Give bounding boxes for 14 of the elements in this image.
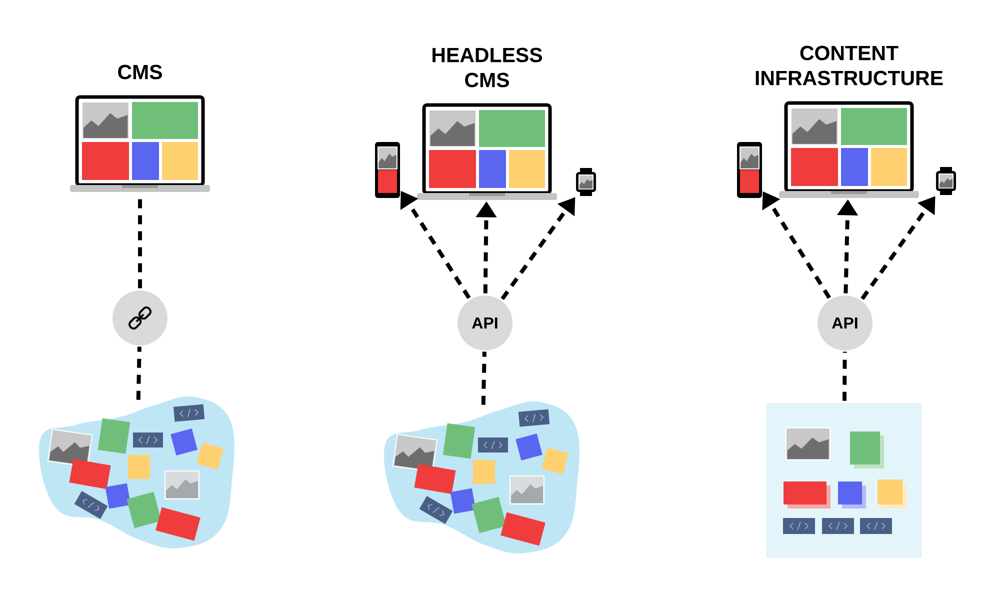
node-label: CONTENT INFRASTRUCTURE <box>756 46 943 86</box>
content-panel-drawing <box>766 403 922 558</box>
node-label: HEADLESS CMS <box>432 48 542 88</box>
phone-drawing <box>375 142 400 198</box>
watch-drawing <box>576 168 596 196</box>
content-cloud-drawing <box>384 401 580 554</box>
laptop-drawing: CMS <box>70 64 210 192</box>
content-cloud-drawing <box>38 396 234 548</box>
link-circle <box>112 290 168 346</box>
laptop-drawing: HEADLESS CMS <box>417 48 557 200</box>
node-label: CMS <box>118 64 162 80</box>
phone-drawing <box>737 142 762 198</box>
laptop-drawing: CONTENT INFRASTRUCTURE <box>756 46 943 198</box>
watch-drawing <box>936 167 956 195</box>
